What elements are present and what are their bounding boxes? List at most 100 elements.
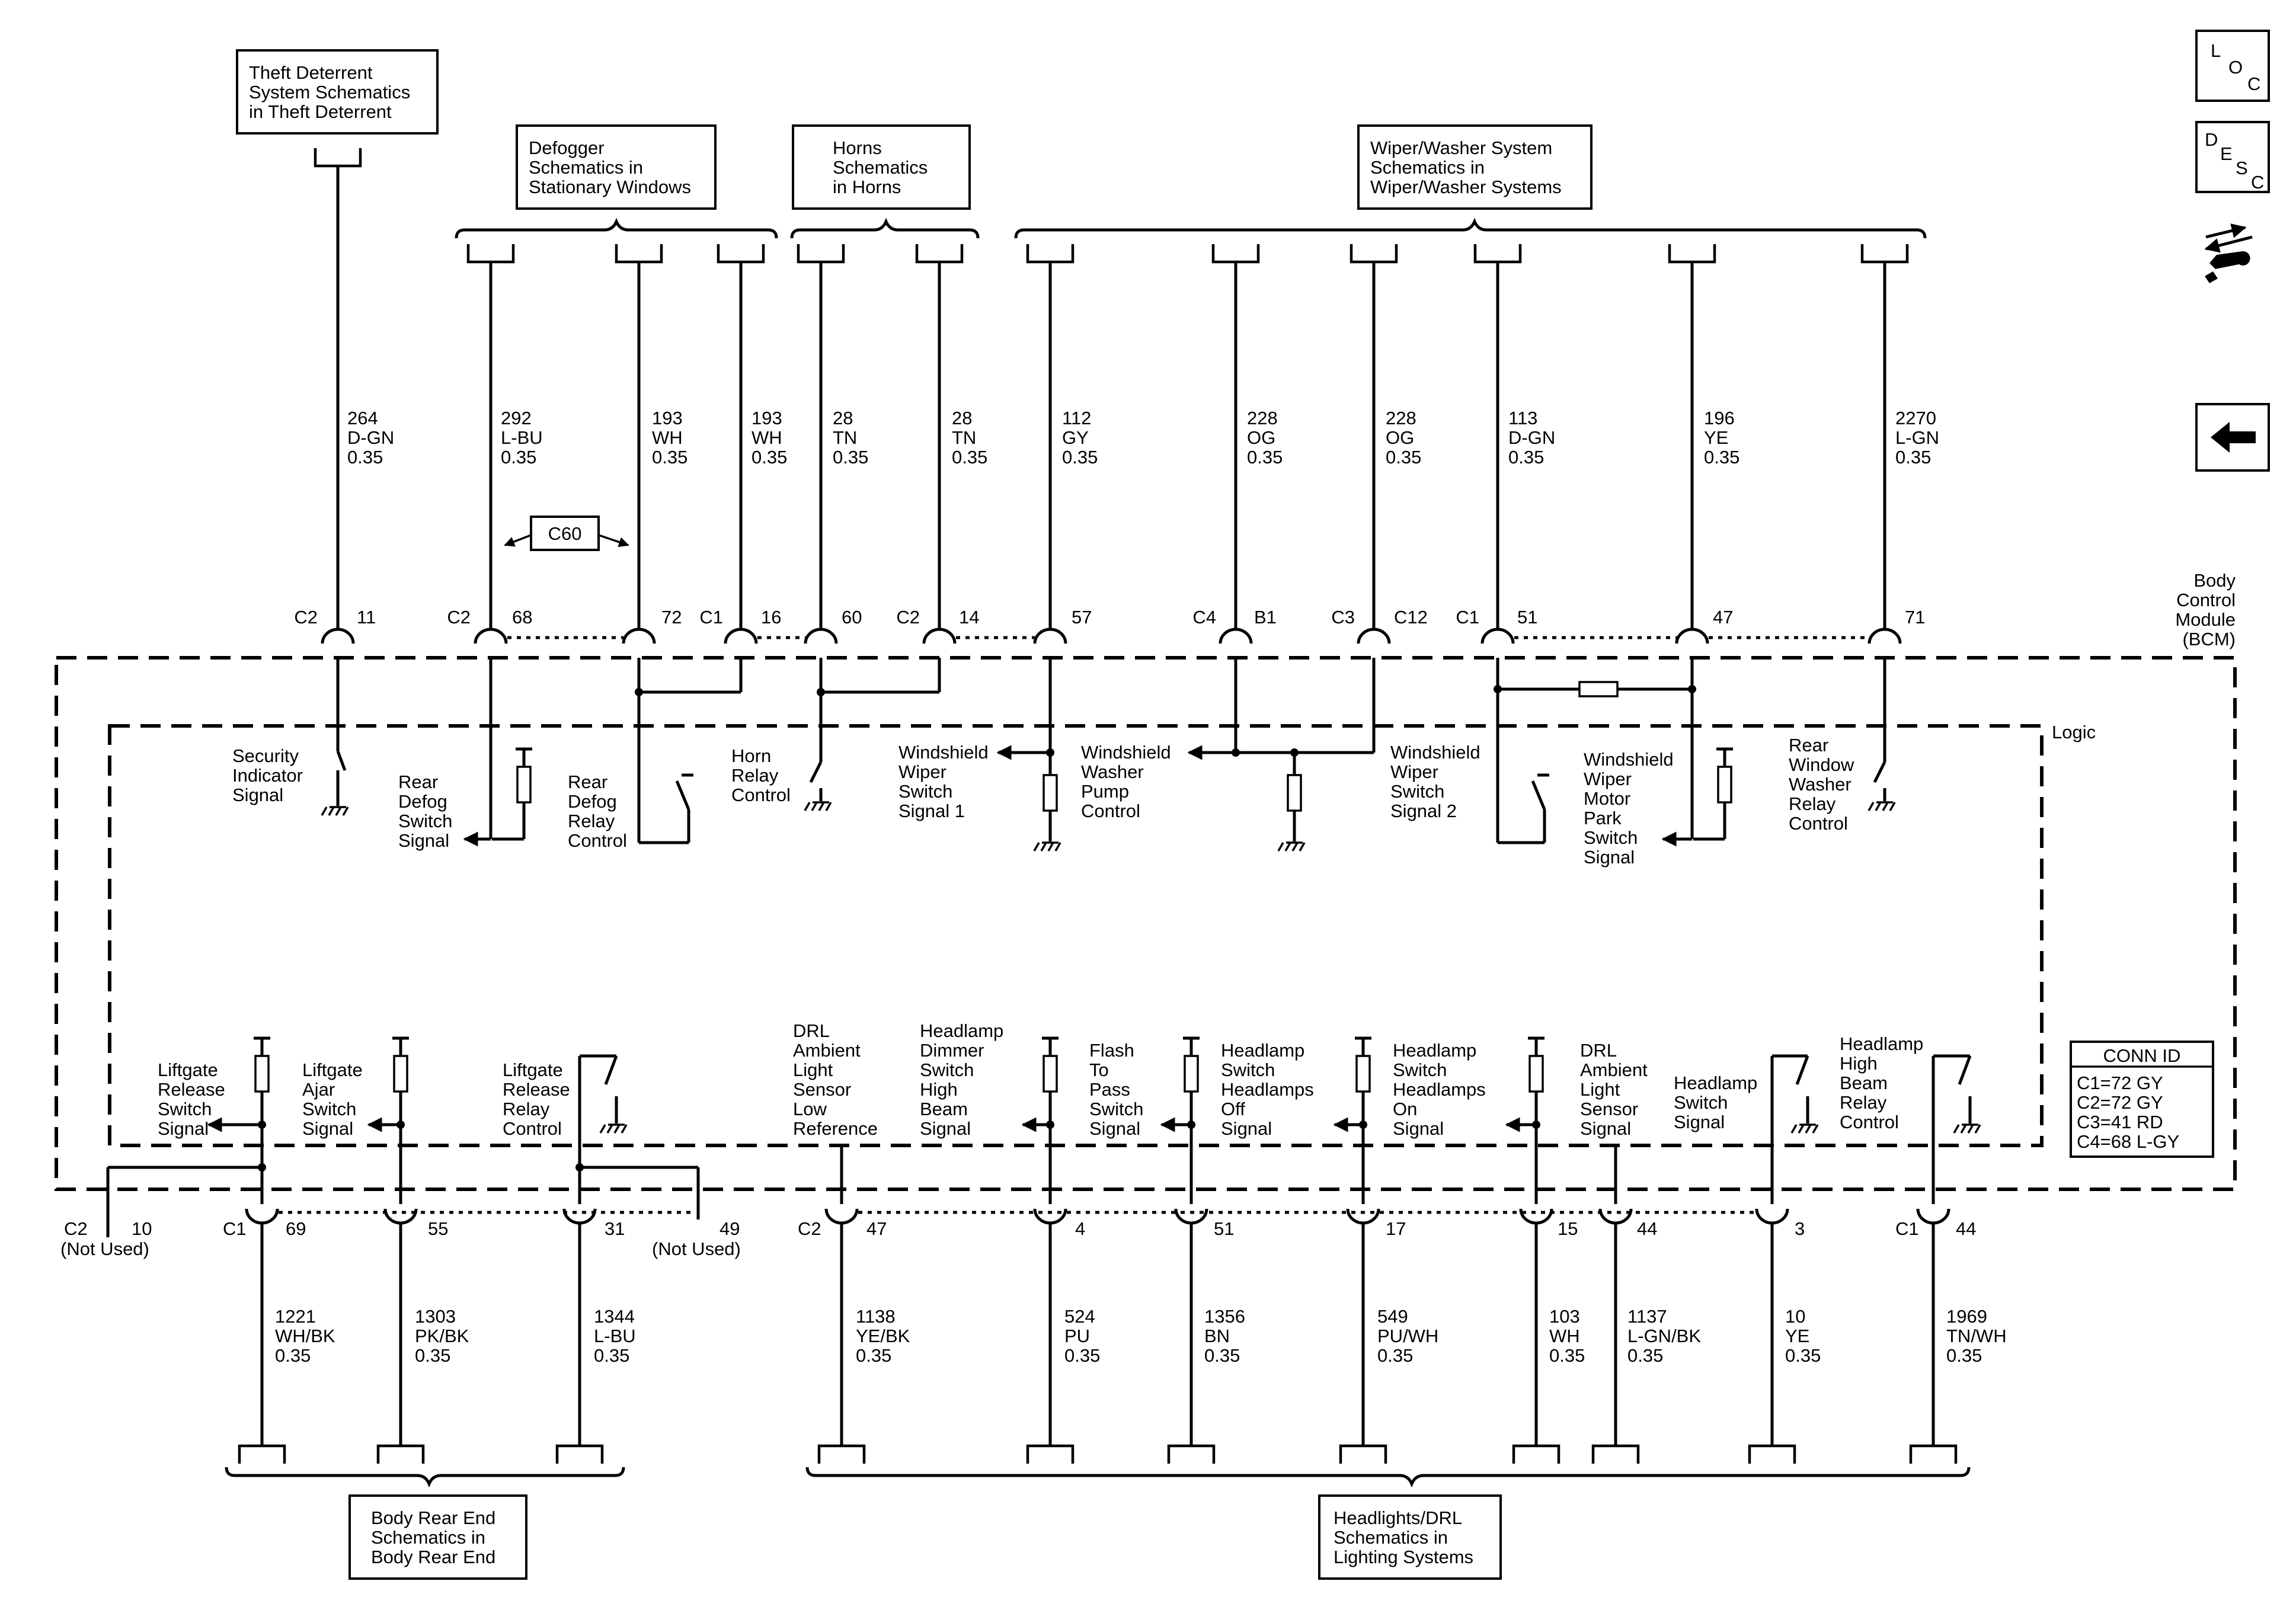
top-wires <box>336 166 1886 629</box>
label-text: Schematics in <box>1334 1527 1448 1548</box>
label-text: 0.35 <box>1377 1345 1413 1366</box>
label-text: (Not Used) <box>652 1238 741 1259</box>
label-text: Headlamp <box>920 1020 1003 1041</box>
ref-box-body-rear-end[interactable]: Body Rear End Schematics in Body Rear En… <box>348 1494 527 1580</box>
back-arrow-icon <box>2211 422 2256 453</box>
ref-wiper-line2: Schematics in <box>1370 157 1485 178</box>
module-name-line2: Control <box>2176 590 2236 610</box>
label-text: Relay <box>1789 793 1836 814</box>
label-text: Signal <box>920 1118 971 1139</box>
label-text: Sensor <box>793 1079 851 1100</box>
circuit-number: 193 <box>752 408 782 428</box>
bottom-pin-31 <box>564 1209 595 1223</box>
connector-id: C1 <box>699 607 723 628</box>
circuit-number: 264 <box>347 408 378 428</box>
label-text: Switch <box>398 811 452 831</box>
top-connector-8 <box>1351 244 1396 262</box>
label-text: Ambient <box>793 1040 861 1061</box>
label-text: Switch <box>302 1099 356 1119</box>
label-text: Beam <box>1840 1073 1888 1093</box>
label-text: Switch <box>1221 1060 1275 1080</box>
label-text: Headlamps <box>1393 1079 1486 1100</box>
wire-size: 0.35 <box>347 447 383 468</box>
label-text: Light <box>793 1060 833 1080</box>
label-text: 1138 <box>856 1306 896 1327</box>
label-text: Control <box>1840 1112 1899 1132</box>
label-text: Dimmer <box>920 1040 984 1061</box>
top-connector-7 <box>1213 244 1258 262</box>
label-text: Signal <box>1221 1118 1272 1139</box>
brace-defogger <box>455 217 778 239</box>
bottom-wires <box>260 1223 1935 1446</box>
inline-connector-c60[interactable]: C60 <box>504 516 629 551</box>
label-text: Switch <box>920 1060 974 1080</box>
desc-button[interactable]: D E S C <box>2195 121 2270 193</box>
label-text: 103 <box>1549 1306 1580 1327</box>
top-connector-9 <box>1475 244 1520 262</box>
pin-number: 47 <box>1713 607 1733 628</box>
label-text: Lighting Systems <box>1334 1547 1473 1567</box>
ref-box-headlights-drl[interactable]: Headlights/DRL Schematics in Lighting Sy… <box>1318 1494 1502 1580</box>
label-text: Signal 2 <box>1390 801 1457 821</box>
label-text: High <box>1840 1053 1878 1074</box>
label-text: Rear <box>398 772 438 792</box>
wire-size: 0.35 <box>1895 447 1931 468</box>
label-text: Liftgate <box>302 1060 363 1080</box>
connector-id: C2 <box>896 607 920 628</box>
label-text: Signal <box>158 1118 209 1139</box>
wire-color: D-GN <box>347 427 394 448</box>
label-text: PK/BK <box>415 1326 469 1346</box>
bcm-module-boundary <box>55 656 2237 1191</box>
label-text: Switch <box>1674 1092 1728 1113</box>
label-text: Signal <box>1580 1118 1631 1139</box>
pin-number: 11 <box>357 607 376 628</box>
label-text: 0.35 <box>1785 1345 1821 1366</box>
label-text: Switch <box>898 781 952 802</box>
bottom-pin-44-b <box>1918 1209 1949 1223</box>
label-text: Relay <box>731 765 779 786</box>
ref-box-horns[interactable]: Horns Schematics in Horns <box>792 124 971 210</box>
label-text: C1 <box>223 1218 247 1239</box>
back-arrow-button[interactable] <box>2195 403 2270 472</box>
top-pin-72 <box>623 629 654 644</box>
label-text: Washer <box>1081 761 1144 782</box>
label-text: Window <box>1789 754 1854 775</box>
circuit-number: 292 <box>501 408 532 428</box>
label-text: Control <box>1081 801 1140 821</box>
label-text: Headlamp <box>1840 1033 1923 1054</box>
diagnostics-wrench-icon[interactable] <box>2204 223 2253 283</box>
label-text: Headlamp <box>1674 1073 1757 1093</box>
top-pin-51 <box>1482 629 1513 644</box>
label-text: Control <box>731 785 791 805</box>
ref-box-wiper-washer[interactable]: Wiper/Washer System Schematics in Wiper/… <box>1357 124 1593 210</box>
pin-number: C12 <box>1394 607 1428 628</box>
label-text: To <box>1089 1060 1109 1080</box>
pin-number: 72 <box>661 607 682 628</box>
ref-defogger-line3: Stationary Windows <box>529 177 691 197</box>
label-text: 1969 <box>1946 1306 1987 1327</box>
ref-box-defogger[interactable]: Defogger Schematics in Stationary Window… <box>516 124 717 210</box>
circuit-number: 28 <box>833 408 853 428</box>
label-text: Wiper <box>1584 769 1632 789</box>
label-text: Switch <box>158 1099 212 1119</box>
label-text: PU <box>1064 1326 1090 1346</box>
label-text: Horn <box>731 745 771 766</box>
ref-box-theft-deterrent[interactable]: Theft Deterrent System Schematics in The… <box>236 49 439 135</box>
ref-wiper-line1: Wiper/Washer System <box>1370 137 1552 158</box>
top-pin-14 <box>924 629 955 644</box>
loc-button[interactable]: L O C <box>2195 30 2270 102</box>
wire-color: WH <box>752 427 782 448</box>
bottom-internal-circuits <box>106 1036 1981 1237</box>
